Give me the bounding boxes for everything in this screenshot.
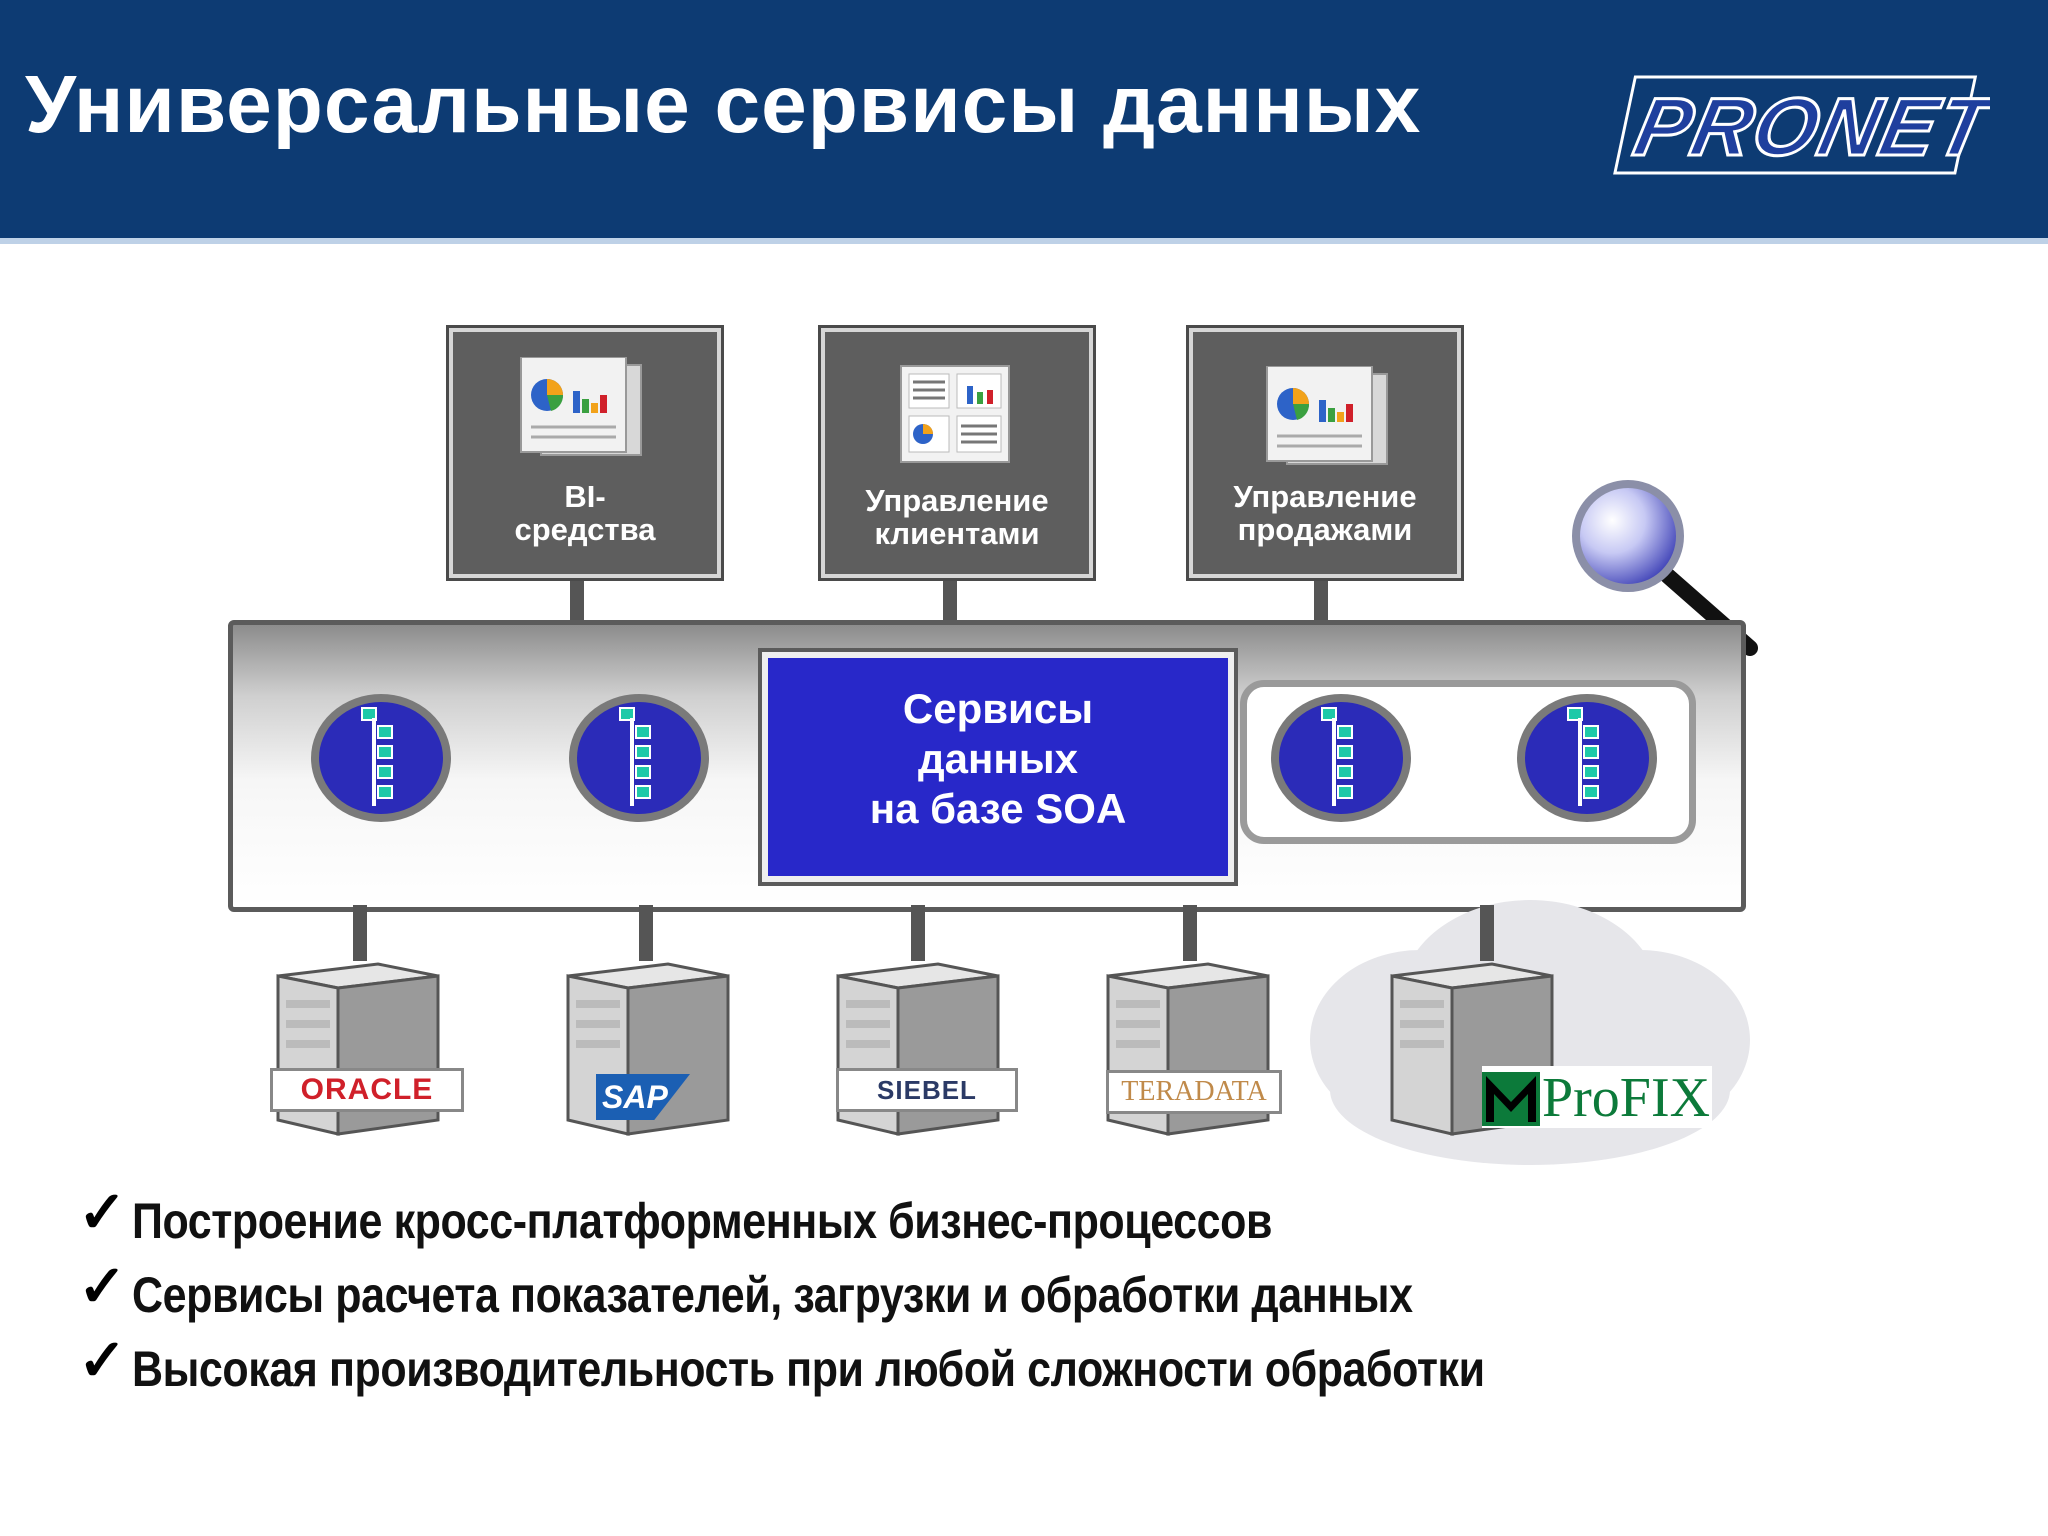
charts-document-icon bbox=[1266, 366, 1388, 465]
app-box-crm: Управление клиентами bbox=[821, 328, 1093, 578]
app-box-bi: BI- средства bbox=[449, 328, 721, 578]
service-node-icon bbox=[569, 694, 709, 822]
header-divider bbox=[0, 238, 2048, 244]
charts-document-icon bbox=[520, 357, 642, 456]
app-box-sales: Управление продажами bbox=[1189, 328, 1461, 578]
app-label-crm: Управление клиентами bbox=[865, 483, 1049, 551]
checkmark-icon: ✓ bbox=[78, 1254, 127, 1319]
profix-logo: ProFIX bbox=[1482, 1066, 1712, 1128]
dashboard-document-icon bbox=[900, 365, 1010, 463]
soa-label: Сервисы данных на базе SOA bbox=[869, 685, 1127, 832]
connector-profix bbox=[1480, 905, 1494, 961]
service-node-icon bbox=[311, 694, 451, 822]
bullet-text: Построение кросс-платформенных бизнес-пр… bbox=[132, 1193, 1272, 1249]
app-label-bi: BI- средства bbox=[514, 479, 656, 547]
service-node-icon bbox=[1271, 694, 1411, 822]
page-title: Универсальные сервисы данных bbox=[25, 59, 1422, 150]
bullet-text: Сервисы расчета показателей, загрузки и … bbox=[132, 1267, 1413, 1323]
checkmark-icon: ✓ bbox=[78, 1328, 127, 1393]
logo-text: PRONET bbox=[1627, 81, 1990, 173]
checkmark-icon: ✓ bbox=[78, 1180, 127, 1245]
connector-bi bbox=[570, 570, 584, 622]
header-bar bbox=[0, 0, 2048, 238]
connector-siebel bbox=[911, 905, 925, 961]
pronet-logo: PRONET bbox=[1613, 75, 1990, 175]
profix-text: ProFIX bbox=[1542, 1067, 1711, 1129]
connector-sales bbox=[1314, 570, 1328, 622]
bullet-text: Высокая производительность при любой сло… bbox=[132, 1341, 1485, 1397]
teradata-logo: TERADATA bbox=[1106, 1070, 1282, 1114]
server-icon bbox=[1390, 962, 1554, 1136]
oracle-logo: ORACLE bbox=[270, 1068, 464, 1112]
service-node-icon bbox=[1517, 694, 1657, 822]
siebel-logo: SIEBEL bbox=[836, 1068, 1018, 1112]
profix-mark-icon bbox=[1482, 1072, 1540, 1126]
soa-services-box: Сервисы данных на базе SOA bbox=[762, 652, 1234, 882]
connector-sap bbox=[639, 905, 653, 961]
connector-teradata bbox=[1183, 905, 1197, 961]
app-label-sales: Управление продажами bbox=[1233, 479, 1417, 547]
connector-oracle bbox=[353, 905, 367, 961]
connector-crm bbox=[943, 570, 957, 622]
